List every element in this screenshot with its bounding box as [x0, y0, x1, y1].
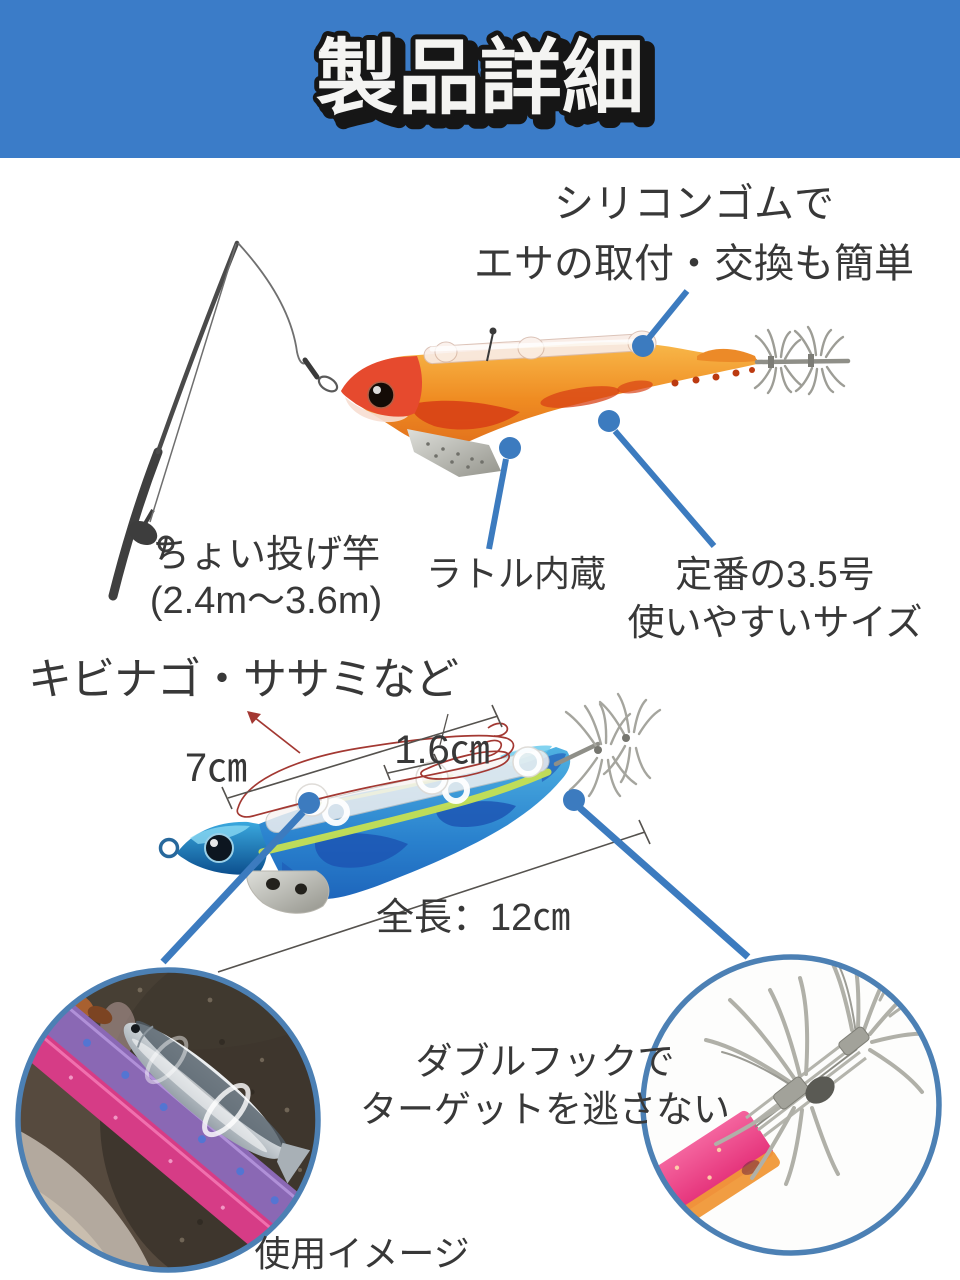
callout-arrows	[160, 289, 751, 965]
hook-note: ダブルフックで ターゲットを逃さない	[360, 1038, 730, 1134]
callout-arrow-rattle	[486, 437, 521, 550]
page-title: 製品詳細	[316, 33, 644, 124]
size-note: 定番の3.5号 使いやすいサイズ	[628, 551, 923, 647]
orange-jig-illustration	[341, 325, 851, 477]
rattle-label: ラトル内蔵	[425, 553, 607, 594]
usage-photo-lure	[22, 996, 311, 1262]
silicone-note-line2: エサの取付・交換も簡単	[474, 242, 914, 286]
rod-caption-line1: ちょい投げ竿	[151, 534, 380, 576]
callout-arrow-size	[598, 410, 717, 548]
hooks-photo-circle	[640, 954, 942, 1256]
dimension-total-length: 全長：12㎝	[376, 897, 571, 939]
callout-arrow-silicone	[632, 289, 690, 357]
size-note-line1: 定番の3.5号	[675, 554, 875, 595]
header-title-art: 製品詳細 製品詳細	[311, 28, 659, 139]
page-title-shadow: 製品詳細	[324, 41, 652, 132]
silicone-note-line1: シリコンゴムで	[554, 182, 834, 226]
usage-photo-circle	[15, 967, 321, 1273]
connector-left-photo	[160, 792, 320, 965]
silicone-note: シリコンゴムで エサの取付・交換も簡単	[474, 174, 914, 294]
dimension-sleeve-length: 7㎝	[184, 746, 248, 790]
dimension-band-width: 1.6㎝	[394, 728, 490, 772]
dimension-lines	[217, 704, 651, 973]
orange-jig-hooks	[753, 325, 851, 396]
blue-jig-hooks	[553, 692, 662, 798]
rod-caption: ちょい投げ竿 (2.4m〜3.6m)	[150, 532, 382, 624]
usage-caption: 使用イメージ	[254, 1233, 470, 1274]
rod-caption-line2: (2.4m〜3.6m)	[149, 580, 383, 622]
bait-heading: キビナゴ・ササミなど	[28, 655, 459, 704]
hook-note-line1: ダブルフックで	[415, 1041, 675, 1082]
bait-wire-annotation	[236, 711, 515, 818]
hook-note-line2: ターゲットを逃さない	[360, 1089, 730, 1130]
fishing-rod-illustration	[108, 240, 339, 601]
connector-right-photo	[563, 789, 751, 960]
header-banner: 製品詳細 製品詳細	[0, 0, 960, 158]
blue-jig-illustration	[158, 692, 662, 973]
size-note-line2: 使いやすいサイズ	[627, 602, 923, 643]
